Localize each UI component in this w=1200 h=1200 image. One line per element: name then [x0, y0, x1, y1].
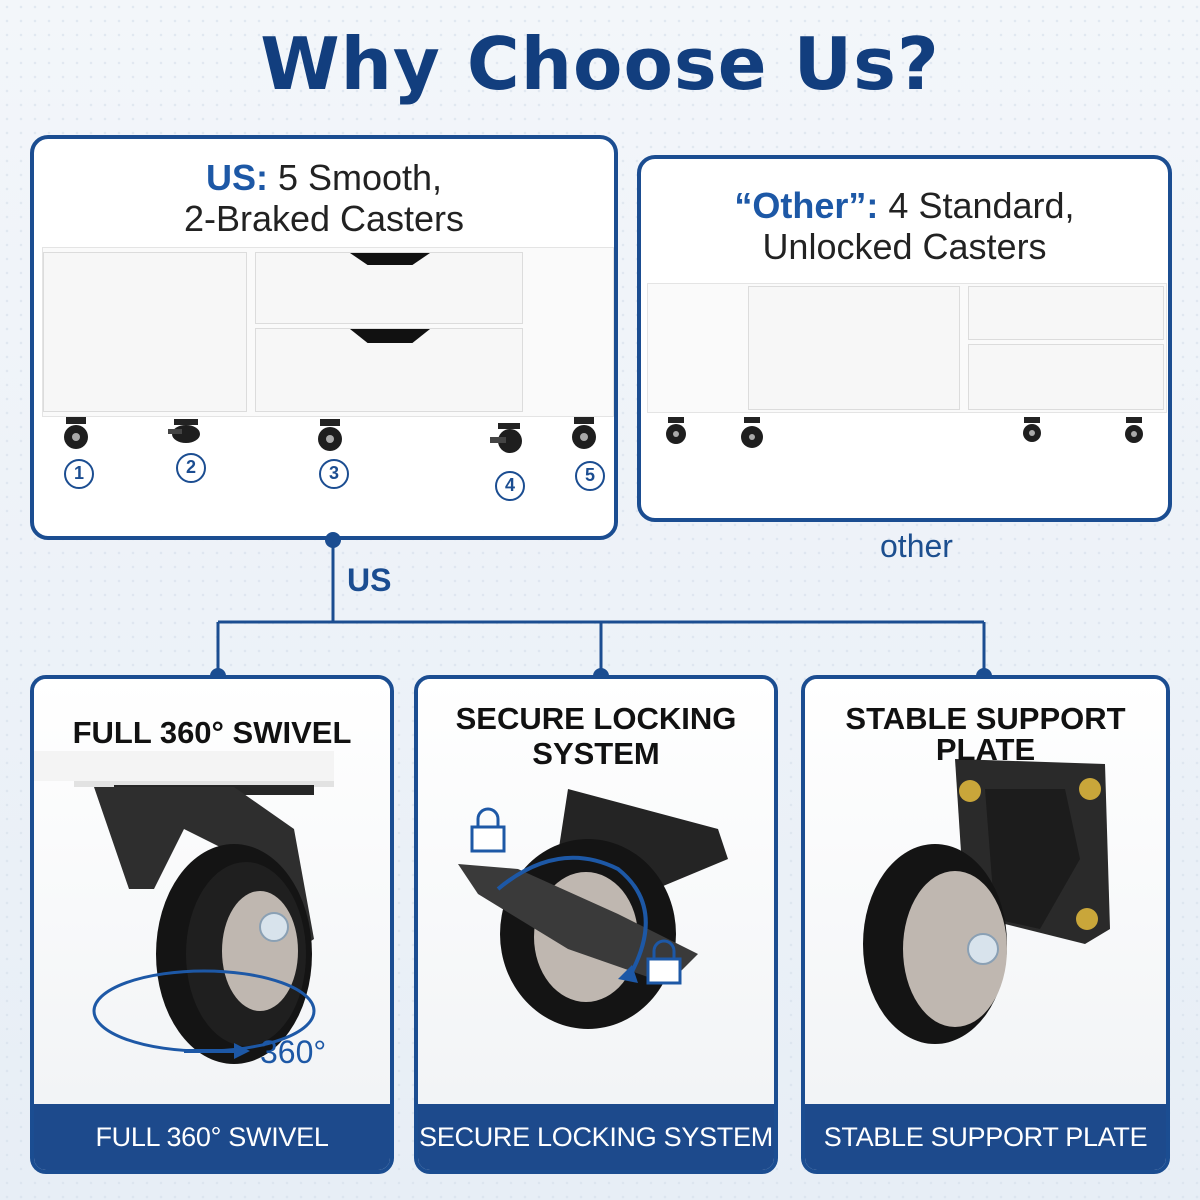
swivel-title: FULL 360° SWIVEL: [72, 715, 352, 750]
swivel-caster-icon: [34, 751, 334, 1064]
caster-number-5: 5: [575, 461, 605, 491]
cabinet-drawer-bottom: [255, 328, 523, 412]
cabinet-drawer-bottom: [968, 344, 1164, 410]
page-title: Why Choose Us?: [260, 22, 940, 106]
plate-caster-icon: [863, 759, 1110, 1044]
swivel-360-label: 360°: [260, 1034, 327, 1070]
us-cabinet-image: [42, 247, 614, 417]
other-comparison-panel: “Other”: 4 Standard, Unlocked Casters: [637, 155, 1172, 522]
connector-lines: [210, 532, 992, 684]
feature-card-lock: SECURE LOCKING SYSTEM SECURE LOCKING SYS…: [414, 675, 778, 1174]
feature-card-swivel: FULL 360° SWIVEL 360° FULL 360° SWIVEL: [30, 675, 394, 1174]
lock-title-line1: SECURE LOCKING: [455, 701, 737, 736]
other-heading: “Other”: 4 Standard, Unlocked Casters: [641, 185, 1168, 267]
cabinet-drawer-top: [968, 286, 1164, 340]
feature-card-plate: STABLE SUPPORT PLATE STABLE SUPPORT PLAT…: [801, 675, 1170, 1174]
plate-title-line2: PLATE: [935, 732, 1036, 767]
other-caption: other: [880, 528, 953, 564]
caster-icon: [314, 419, 346, 453]
plate-title-line1: STABLE SUPPORT: [845, 701, 1126, 736]
us-heading-line2: 2-Braked Casters: [183, 198, 465, 239]
caster-number-3: 3: [319, 459, 349, 489]
locking-caster-icon: [458, 789, 728, 1029]
other-cabinet-image: [647, 283, 1167, 413]
other-highlight: “Other”:: [734, 185, 879, 226]
caster-icon: [1019, 417, 1045, 443]
drawer-handle: [350, 329, 430, 343]
lock-icon: [470, 807, 506, 853]
cabinet-drawer-top: [255, 252, 523, 324]
caster-number-4: 4: [495, 471, 525, 501]
caster-icon: [663, 417, 689, 445]
cabinet-door: [43, 252, 247, 412]
other-heading-rest: 4 Standard,: [878, 185, 1075, 226]
swivel-caster-photo: [34, 679, 390, 1104]
caster-number-1: 1: [64, 459, 94, 489]
caster-icon: [60, 417, 92, 451]
caster-icon: [568, 417, 600, 451]
caster-icon: [1121, 417, 1147, 445]
caster-number-2: 2: [176, 453, 206, 483]
other-heading-line2: Unlocked Casters: [762, 226, 1047, 267]
lock-footer: SECURE LOCKING SYSTEM: [418, 1104, 774, 1170]
swivel-footer: FULL 360° SWIVEL: [34, 1104, 390, 1170]
braked-caster-icon: [490, 423, 528, 455]
us-heading: US: 5 Smooth, 2-Braked Casters: [34, 157, 614, 239]
plate-title: STABLE SUPPORT PLATE: [805, 703, 1166, 765]
locking-caster-photo: [418, 679, 774, 1104]
unlock-icon: [646, 939, 682, 985]
lock-title-line2: SYSTEM: [532, 736, 660, 771]
braked-caster-icon: [168, 419, 204, 445]
cabinet-door: [748, 286, 960, 410]
drawer-handle: [350, 253, 430, 265]
us-comparison-panel: 1 2 3 4 5 US: 5 Smooth, 2-Braked Casters: [30, 135, 618, 540]
lock-title: SECURE LOCKING SYSTEM: [418, 701, 774, 771]
plate-caster-photo: [805, 679, 1166, 1104]
connector-us-label: US: [347, 562, 392, 598]
plate-footer: STABLE SUPPORT PLATE: [805, 1104, 1166, 1170]
us-heading-rest: 5 Smooth,: [267, 157, 443, 198]
caster-icon: [739, 417, 765, 451]
us-highlight: US:: [205, 157, 268, 198]
